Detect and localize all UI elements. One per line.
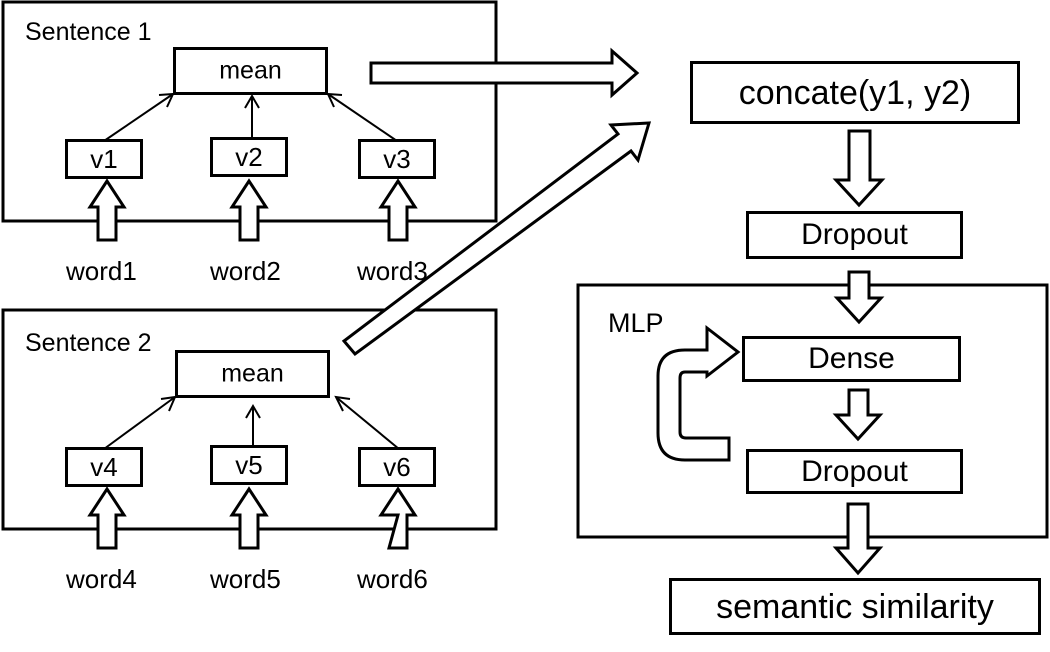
vector-label-v4: v4 (90, 452, 118, 482)
vector-box-v3: v3 (358, 139, 436, 179)
vector-box-v4: v4 (65, 447, 143, 487)
block-arrow-mlp-to-output (832, 502, 884, 576)
arrow-v4-to-mean2 (103, 396, 176, 450)
mean-box-1: mean (173, 47, 328, 95)
vector-box-v5: v5 (210, 445, 288, 485)
arrow-v6-to-mean2 (335, 396, 400, 450)
vector-label-v6: v6 (383, 452, 411, 482)
block-arrow-word6 (378, 486, 418, 550)
block-arrow-word1 (87, 178, 127, 242)
vector-label-v1: v1 (90, 144, 118, 174)
vector-box-v6: v6 (358, 447, 436, 487)
dropout-box-1: Dropout (746, 211, 963, 259)
block-arrow-s2-to-concat (341, 121, 652, 357)
dense-label: Dense (808, 342, 895, 375)
block-arrow-word3 (378, 178, 418, 242)
block-arrow-dense-to-dropout (832, 388, 884, 442)
dropout-label-2: Dropout (801, 454, 908, 488)
mean-box-2: mean (175, 350, 330, 398)
vector-box-v2: v2 (210, 137, 288, 177)
vector-label-v3: v3 (383, 144, 411, 174)
dense-box: Dense (742, 336, 961, 382)
block-arrow-word5 (229, 486, 269, 550)
word-label-1: word1 (66, 256, 137, 286)
dropout-box-2: Dropout (746, 449, 963, 494)
mlp-frame (576, 283, 1049, 539)
arrow-v3-to-mean1 (327, 93, 398, 142)
block-arrow-word2 (229, 178, 269, 242)
mean-label-1: mean (219, 56, 282, 85)
vector-label-v5: v5 (235, 450, 263, 480)
concat-box: concate(y1, y2) (690, 61, 1020, 124)
sentence2-label: Sentence 2 (25, 329, 152, 357)
dropout-label-1: Dropout (801, 218, 908, 251)
mean-label-2: mean (221, 359, 284, 388)
output-label: semantic similarity (716, 587, 994, 626)
concat-label: concate(y1, y2) (738, 73, 972, 112)
block-arrow-concat-to-dropout (832, 129, 886, 208)
word-label-3: word3 (357, 256, 428, 286)
output-box: semantic similarity (669, 578, 1041, 635)
block-arrow-word4 (87, 486, 127, 550)
word-label-5: word5 (210, 564, 281, 594)
mlp-label: MLP (608, 308, 664, 338)
word-label-2: word2 (210, 256, 281, 286)
vector-label-v2: v2 (235, 142, 263, 172)
vector-box-v1: v1 (65, 139, 143, 179)
block-arrow-s1-to-concat (369, 47, 640, 99)
word-label-4: word4 (66, 564, 137, 594)
sentence1-label: Sentence 1 (25, 18, 152, 46)
word-label-6: word6 (357, 564, 428, 594)
block-arrow-dropout-to-mlp (833, 270, 885, 325)
mlp-loop-arrow (656, 324, 741, 462)
arrow-v1-to-mean1 (103, 93, 174, 142)
